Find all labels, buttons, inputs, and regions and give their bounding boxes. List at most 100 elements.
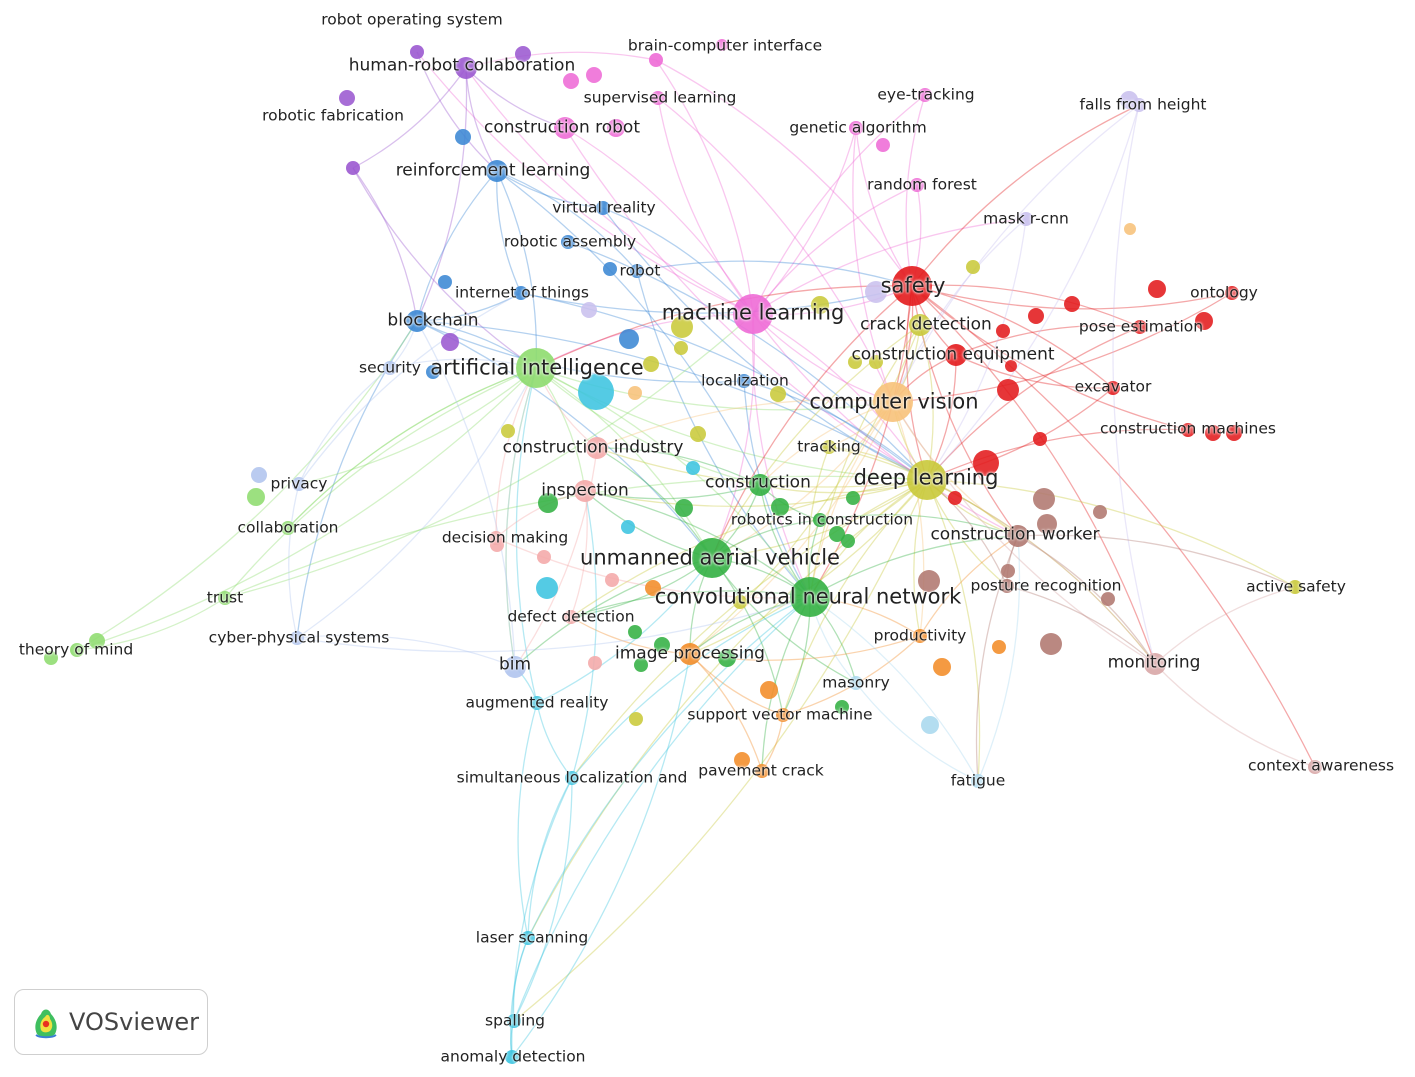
network-link [1006,585,1156,665]
network-link [689,653,763,772]
node-gen[interactable] [849,121,863,135]
network-node [643,356,659,372]
node-spall[interactable] [507,1014,521,1028]
node-ceq[interactable] [945,344,967,366]
network-link [513,777,573,1022]
node-sec[interactable] [383,361,397,375]
node-rf[interactable] [910,178,924,192]
node-onto[interactable] [1225,286,1239,300]
node-ar[interactable] [530,696,544,710]
node-sup[interactable] [651,91,665,105]
node-ip[interactable] [679,643,701,665]
node-bim[interactable] [504,656,526,678]
network-node [251,467,267,483]
node-eye[interactable] [918,88,932,102]
node-rl[interactable] [486,160,508,182]
node-ric[interactable] [813,513,827,527]
network-link [465,51,657,69]
node-track[interactable] [822,440,836,454]
node-tom[interactable] [70,643,84,657]
node-rfab[interactable] [346,161,360,175]
network-node [841,534,855,548]
node-mask[interactable] [1019,212,1033,226]
network-link [571,479,928,779]
network-link [752,313,1019,537]
node-dl[interactable] [907,460,947,500]
network-link [536,557,713,704]
network-link [655,59,754,315]
network-link [224,313,754,599]
node-dd[interactable] [564,610,578,624]
node-cps[interactable] [290,631,304,645]
node-exc[interactable] [1106,381,1120,395]
network-link [751,313,811,598]
node-dm[interactable] [489,531,503,545]
node-laser[interactable] [521,931,535,945]
node-falls[interactable] [1132,98,1146,112]
node-ai[interactable] [516,348,556,388]
node-prod[interactable] [913,629,927,643]
node-cons[interactable] [749,474,771,496]
network-link [496,170,522,294]
network-link [76,367,537,651]
network-link [752,313,928,481]
network-link [602,207,754,315]
network-node [1037,514,1057,534]
network-node [247,488,265,506]
node-pose[interactable] [1133,320,1147,334]
node-collab[interactable] [281,521,295,535]
node-svm[interactable] [776,708,790,722]
node-cv[interactable] [873,382,913,422]
node-crack[interactable] [909,314,931,336]
network-node [607,119,625,137]
network-node [563,73,579,89]
node-hrc[interactable] [455,57,477,79]
node-ml[interactable] [733,294,773,334]
node-rasm[interactable] [561,235,575,249]
network-link [570,490,588,618]
network-link [711,285,913,559]
node-block[interactable] [406,310,428,332]
network-link [416,170,498,322]
node-cind[interactable] [586,437,608,459]
network-link [514,557,713,668]
network-link [689,653,784,716]
network-link [570,616,691,655]
node-trust[interactable] [218,591,232,605]
network-node [1226,425,1242,441]
node-robot[interactable] [630,264,644,278]
node-priv[interactable] [292,477,306,491]
network-node [675,499,693,517]
network-link [527,777,573,939]
node-safety[interactable] [892,266,932,306]
node-cw[interactable] [1007,525,1029,547]
node-cmach[interactable] [1181,423,1195,437]
network-link [855,682,979,782]
node-uav[interactable] [692,538,732,578]
network-link [465,67,498,172]
network-link [496,170,761,486]
network-link [298,367,391,485]
node-bci[interactable] [649,53,663,67]
network-link [535,285,913,369]
node-fat[interactable] [971,774,985,788]
node-ros[interactable] [410,45,424,59]
network-link [1154,586,1296,665]
network-link [752,127,857,315]
node-insp[interactable] [574,480,596,502]
node-loc[interactable] [737,374,751,388]
node-mon[interactable] [1144,653,1166,675]
node-ctx[interactable] [1308,760,1322,774]
node-pr[interactable] [1000,579,1014,593]
node-crob[interactable] [554,117,576,139]
node-anom[interactable] [505,1050,519,1064]
node-iot[interactable] [514,286,528,300]
network-link [564,127,754,315]
network-link [911,285,1156,665]
node-as[interactable] [1288,580,1302,594]
node-mas[interactable] [849,676,863,690]
node-cnn[interactable] [790,577,830,617]
node-pave[interactable] [755,764,769,778]
node-vr[interactable] [596,201,610,215]
node-slam[interactable] [565,771,579,785]
